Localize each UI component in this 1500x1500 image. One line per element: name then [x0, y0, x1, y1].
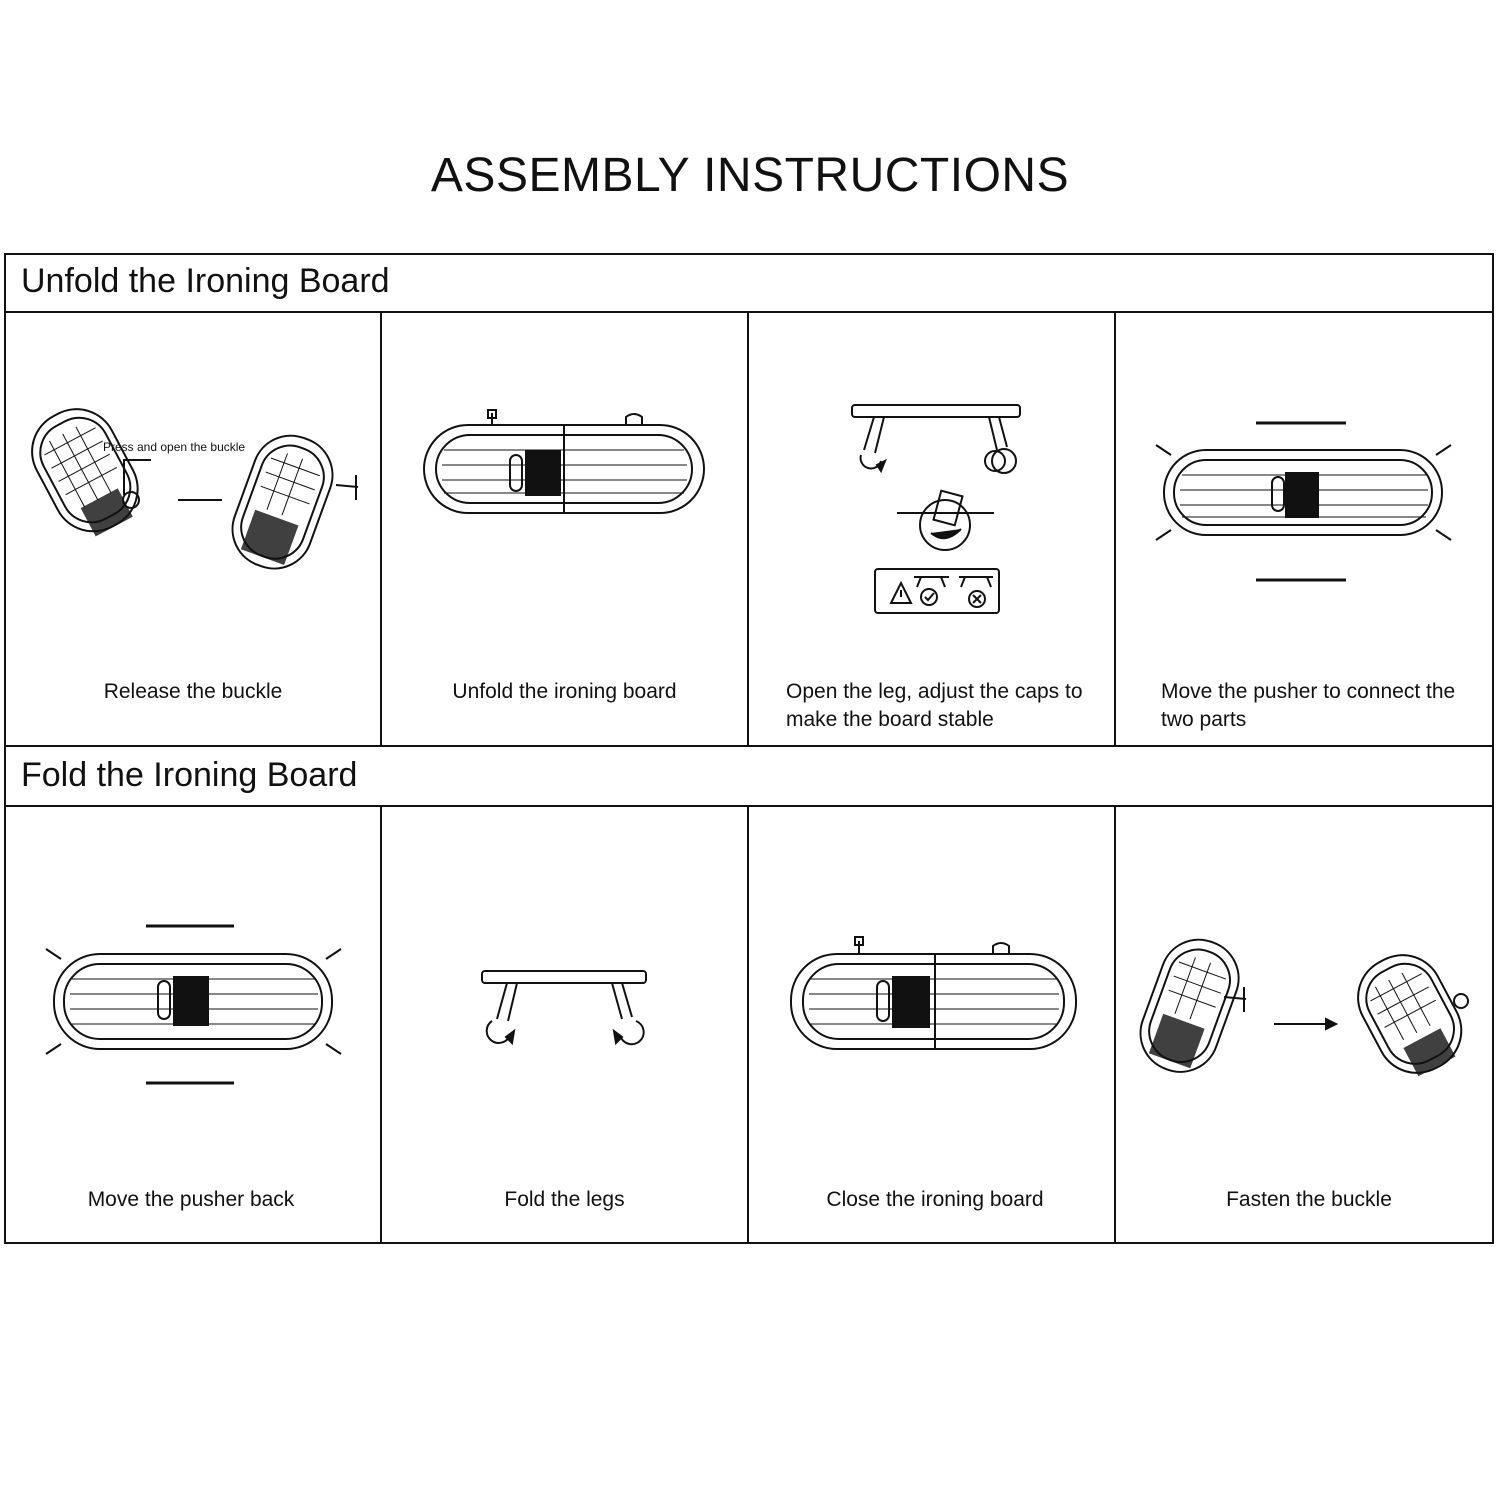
- board-pusher-connect-icon: [1155, 421, 1452, 582]
- step-caption: Open the leg, adjust the caps to make th…: [786, 680, 1083, 731]
- board-pusher-back-icon: [45, 924, 342, 1085]
- step-pusher-back: Move the pusher back: [6, 809, 380, 1243]
- fold-legs-icon: [481, 970, 647, 1046]
- step-caption: Release the buckle: [103, 680, 283, 703]
- column-divider: [380, 313, 382, 746]
- leg-cap-adjust-icon: [851, 404, 1021, 614]
- column-divider: [380, 807, 382, 1244]
- close-board-icon: [790, 936, 1077, 1050]
- column-divider: [1114, 807, 1116, 1244]
- step-caption: Fasten the buckle: [1226, 1188, 1392, 1211]
- column-divider: [1114, 313, 1116, 746]
- column-divider: [747, 807, 749, 1244]
- column-divider: [747, 313, 749, 746]
- unfolded-board-top-icon: [423, 409, 705, 514]
- step-caption: Move the pusher to connect the two parts: [1161, 680, 1456, 731]
- folded-board-buckle-icon: [31, 408, 359, 570]
- step-open-leg: Open the leg, adjust the caps to make th…: [749, 315, 1114, 745]
- step-fold-legs: Fold the legs: [382, 809, 747, 1243]
- section-heading-fold: Fold the Ironing Board: [4, 747, 1494, 807]
- buckle-callout-label: Press and open the buckle: [103, 440, 246, 454]
- step-caption: Unfold the ironing board: [452, 680, 677, 703]
- step-caption: Move the pusher back: [87, 1188, 295, 1211]
- step-release-buckle: Press and open the buckle Release the bu…: [6, 315, 380, 745]
- step-close-board: Close the ironing board: [749, 809, 1114, 1243]
- page-title: ASSEMBLY INSTRUCTIONS: [430, 149, 1070, 202]
- fasten-buckle-icon: [1139, 938, 1469, 1077]
- step-pusher-connect: Move the pusher to connect the two parts: [1116, 315, 1492, 745]
- step-caption: Close the ironing board: [826, 1188, 1044, 1211]
- row-divider: [4, 745, 1494, 747]
- section-heading-unfold: Unfold the Ironing Board: [4, 253, 1494, 313]
- step-unfold-board: Unfold the ironing board: [382, 315, 747, 745]
- step-fasten-buckle: Fasten the buckle: [1116, 809, 1492, 1243]
- instructions-table: [4, 253, 1494, 1244]
- step-caption: Fold the legs: [504, 1188, 625, 1211]
